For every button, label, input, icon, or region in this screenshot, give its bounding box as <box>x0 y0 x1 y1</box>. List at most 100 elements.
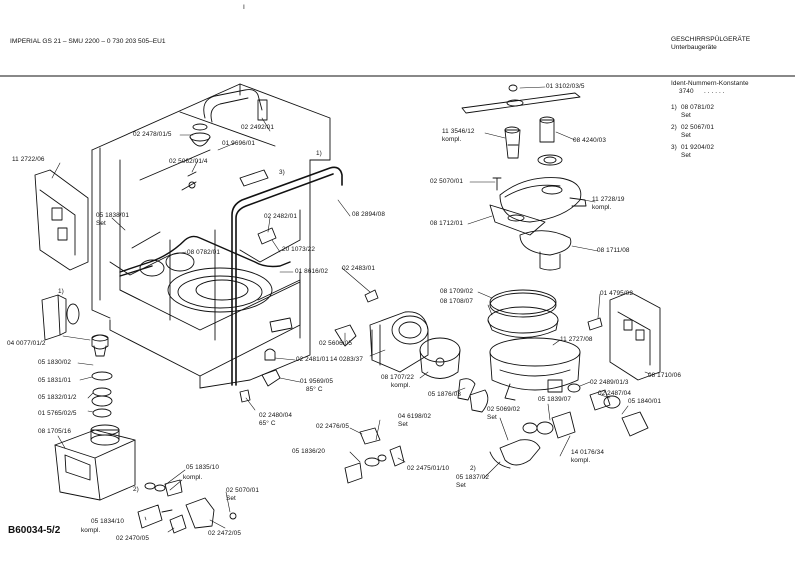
part-label: 02 2478/01/5 <box>133 131 172 138</box>
part-label: 01 9569/05 <box>300 378 333 385</box>
part-label: 04 6198/02 <box>398 413 431 420</box>
model-header: IMPERIAL GS 21 – SMU 2200 – 0 730 203 50… <box>10 38 166 45</box>
part-label: kompl. <box>183 474 203 481</box>
ident-item-num: 3) <box>671 144 677 151</box>
part-label: 08 2894/08 <box>352 211 385 218</box>
side-panel-left <box>34 169 89 271</box>
valve-parts-bottom <box>137 479 237 534</box>
part-label: kompl. <box>571 457 591 464</box>
ident-title: Ident-Nummern-Konstante <box>671 80 749 87</box>
footnote-marker: 2) <box>470 465 476 472</box>
part-label: 08 1705/16 <box>38 428 71 435</box>
part-label: 05 1840/01 <box>628 398 661 405</box>
ident-item-note: Set <box>681 132 691 139</box>
part-label: 01 9696/01 <box>222 140 255 147</box>
part-label: 05 1832/01/2 <box>38 394 77 401</box>
part-label: 08 1707/22 <box>381 374 414 381</box>
part-label: 02 5069/02 <box>487 406 520 413</box>
part-label: 08 4240/03 <box>573 137 606 144</box>
part-label: kompl. <box>442 136 462 143</box>
drain-parts <box>457 317 649 469</box>
top-mark: I <box>243 4 245 11</box>
ident-item-num: 1) <box>671 104 677 111</box>
part-label: 01 8616/02 <box>295 268 328 275</box>
part-label: 01 5765/02/5 <box>38 410 77 417</box>
ident-value: 3740 <box>679 88 694 95</box>
part-label: Set <box>456 482 466 489</box>
part-label: 01 4795/02 <box>600 290 633 297</box>
part-label: 02 2487/04 <box>598 390 631 397</box>
footnote-marker: 1) <box>316 150 322 157</box>
part-label: 85° C <box>306 386 323 393</box>
subcategory-header: Unterbaugeräte <box>671 44 717 51</box>
part-label: 02 2492/01 <box>241 124 274 131</box>
heating-bar <box>231 166 343 386</box>
sump-assembly <box>461 84 587 401</box>
mid-small-parts <box>181 169 405 484</box>
part-label: 02 5062/01/4 <box>169 158 208 165</box>
part-label: 20 1073/22 <box>282 246 315 253</box>
part-label: kompl. <box>592 204 612 211</box>
part-label: 04 0077/01/2 <box>7 340 46 347</box>
part-label: 05 1834/10 <box>91 518 124 525</box>
ident-item-note: Set <box>681 152 691 159</box>
pump-motor <box>369 311 429 373</box>
ident-item-code: 01 9204/02 <box>681 144 714 151</box>
part-label: Set <box>226 495 236 502</box>
part-label: 14 0176/34 <box>571 449 604 456</box>
inlet-pipe <box>189 89 268 147</box>
part-label: 02 5606/05 <box>319 340 352 347</box>
part-label: Set <box>487 414 497 421</box>
side-panel-right <box>609 291 661 381</box>
part-label: 05 1830/02 <box>38 359 71 366</box>
part-label: kompl. <box>391 382 411 389</box>
footnote-marker: 1) <box>58 288 64 295</box>
ident-item-note: Set <box>681 112 691 119</box>
footnote-marker: 3) <box>279 169 285 176</box>
part-label: 02 2476/05 <box>316 423 349 430</box>
ident-item-code: 02 5067/01 <box>681 124 714 131</box>
part-label: Set <box>96 220 106 227</box>
part-label: 02 2472/05 <box>208 530 241 537</box>
part-label: 01 3102/03/5 <box>546 83 585 90</box>
part-label: 05 1831/01 <box>38 377 71 384</box>
part-label: 02 2475/01/10 <box>407 465 450 472</box>
part-label: 02 5070/01 <box>226 487 259 494</box>
part-label: 14 0283/37 <box>330 356 363 363</box>
water-softener <box>54 424 136 501</box>
part-label: 02 2489/01/3 <box>590 379 629 386</box>
part-label: 02 2481/01 <box>296 356 329 363</box>
part-label: 11 2722/06 <box>12 156 45 163</box>
part-label: 02 2480/04 <box>259 412 292 419</box>
part-label: 65° C <box>259 420 276 427</box>
part-label: 08 0782/01 <box>187 249 220 256</box>
part-label: 02 2483/01 <box>342 265 375 272</box>
part-label: 05 1838/01 <box>96 212 129 219</box>
filter-block <box>41 294 80 341</box>
part-label: 08 1710/06 <box>648 372 681 379</box>
ident-item-code: 08 0781/02 <box>681 104 714 111</box>
part-label: 02 5070/01 <box>430 178 463 185</box>
part-label: 08 1712/01 <box>430 220 463 227</box>
footnote-marker: 2) <box>133 486 139 493</box>
part-label: Set <box>398 421 408 428</box>
ident-item-num: 2) <box>671 124 677 131</box>
ident-dots: . . . . . . <box>704 88 725 95</box>
heating-element <box>119 235 291 277</box>
part-label: 05 1837/02 <box>456 474 489 481</box>
seal-parts-left <box>91 334 113 418</box>
category-header: GESCHIRRSPÜLGERÄTE <box>671 36 751 43</box>
pump-housing <box>419 337 461 379</box>
part-label: 05 1835/10 <box>186 464 219 471</box>
part-label: 11 3546/12 <box>442 128 475 135</box>
part-label: 08 1709/02 <box>440 288 473 295</box>
leader-lines <box>51 86 651 533</box>
part-label: kompl. <box>81 527 101 534</box>
part-label: 08 1708/07 <box>440 298 473 305</box>
part-label: 05 1836/20 <box>292 448 325 455</box>
part-label: 08 1711/08 <box>597 247 630 254</box>
part-label: 05 1876/03 <box>428 391 461 398</box>
tub-frame <box>91 83 331 389</box>
part-label: 11 2727/08 <box>560 336 593 343</box>
